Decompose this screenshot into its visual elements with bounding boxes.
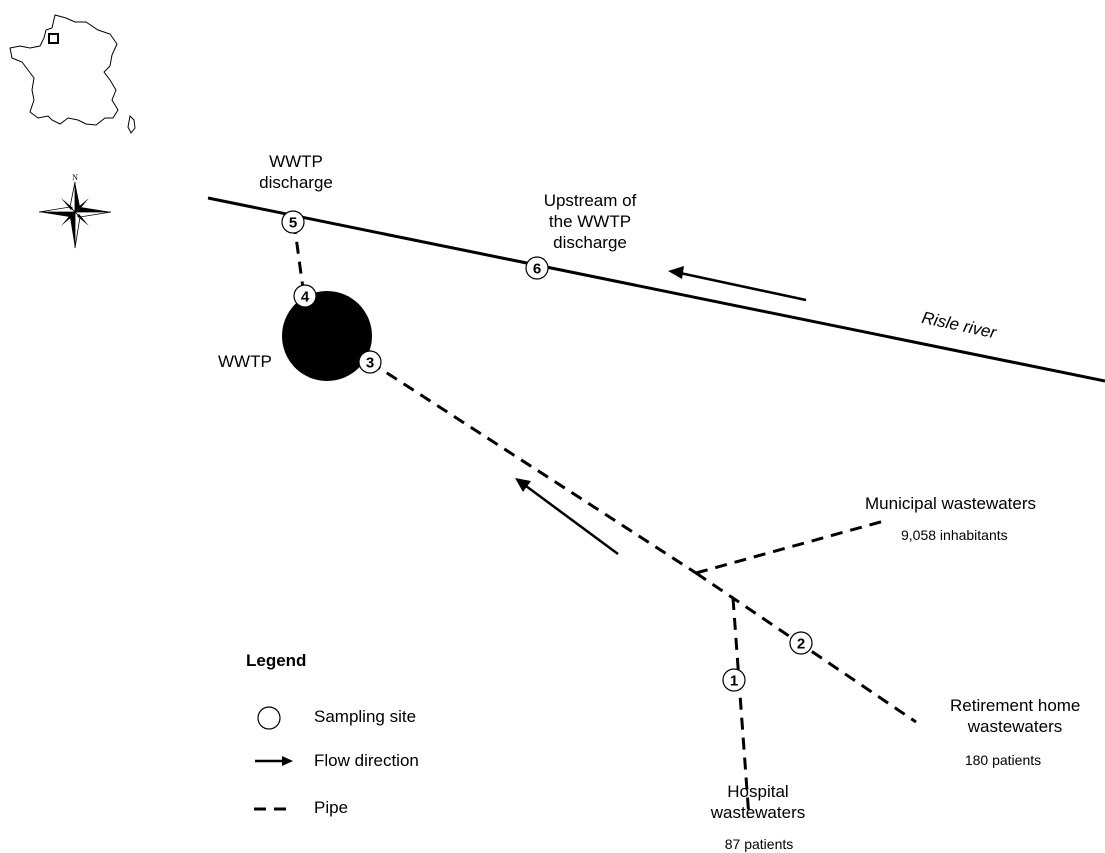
svg-text:3: 3 — [366, 355, 374, 372]
compass-rose-icon: N — [38, 173, 112, 249]
municipal-label: Municipal wastewaters — [865, 494, 1037, 513]
municipal-population: 9,058 inhabitants — [901, 527, 1008, 543]
sampling-site-1: 1 — [722, 668, 746, 692]
sampling-site-2: 2 — [789, 631, 813, 655]
sampling-site-4: 4 — [293, 284, 317, 308]
wwtp-discharge-label-line2: discharge — [259, 173, 333, 192]
retirement-patients: 180 patients — [964, 752, 1042, 768]
svg-text:5: 5 — [289, 215, 297, 232]
legend-flow-arrow-symbol — [255, 756, 293, 766]
upstream-label-line2: the WWTP — [548, 212, 632, 231]
svg-text:4: 4 — [301, 289, 310, 306]
wwtp-label: WWTP — [218, 352, 272, 371]
legend-item-flow-direction: Flow direction — [314, 751, 419, 770]
hospital-label: Hospital wastewaters — [703, 781, 813, 823]
sampling-site-3: 3 — [358, 350, 382, 374]
legend-sampling-site-symbol — [257, 706, 281, 730]
legend-title: Legend — [246, 651, 307, 670]
pipe-network — [292, 221, 917, 819]
wwtp-discharge-label: WWTP discharge — [255, 151, 337, 193]
hospital-patients: 87 patients — [724, 836, 794, 852]
france-inset-map — [9, 14, 136, 134]
legend-item-sampling-site: Sampling site — [314, 707, 417, 726]
svg-text:2: 2 — [797, 636, 805, 653]
svg-text:6: 6 — [533, 261, 541, 278]
north-label: N — [72, 173, 78, 182]
river-flow-arrow — [668, 266, 807, 302]
retirement-label-line2: wastewaters — [967, 717, 1063, 736]
sampling-site-5: 5 — [281, 210, 305, 234]
study-area-marker — [48, 33, 59, 44]
hospital-label-line1: Hospital — [727, 782, 789, 801]
wwtp-discharge-label-line1: WWTP — [269, 152, 323, 171]
upstream-label: Upstream of the WWTP discharge — [535, 190, 645, 253]
legend-item-pipe: Pipe — [314, 798, 349, 817]
svg-text:1: 1 — [730, 673, 738, 690]
risle-river-line — [207, 196, 1105, 383]
sampling-site-6: 6 — [525, 256, 549, 280]
upstream-label-line3: discharge — [553, 233, 627, 252]
pipe-flow-arrow — [515, 478, 619, 556]
upstream-label-line1: Upstream of — [543, 191, 637, 210]
retirement-label-line1: Retirement home — [950, 696, 1081, 715]
wwtp-symbol — [282, 291, 372, 381]
retirement-label: Retirement home wastewaters — [950, 695, 1080, 737]
hospital-label-line2: wastewaters — [710, 803, 806, 822]
